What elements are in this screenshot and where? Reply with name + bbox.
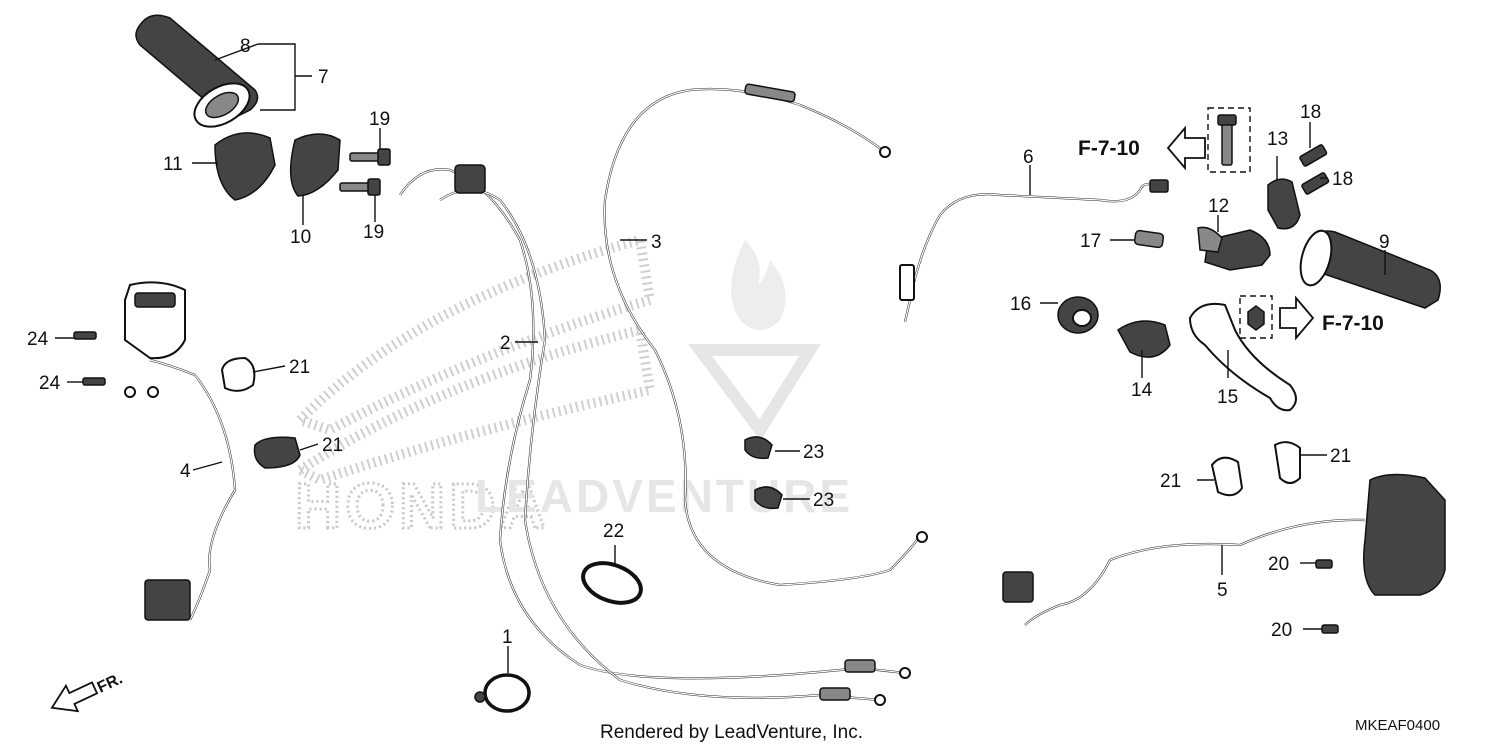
label-20-upper: 20 xyxy=(1268,554,1289,575)
label-2: 2 xyxy=(500,333,511,354)
throttle-housing xyxy=(289,133,341,197)
part-labels: 8 7 11 10 19 19 24 24 4 21 21 2 3 22 1 2… xyxy=(27,36,1390,648)
label-11: 11 xyxy=(163,154,183,175)
left-grip-9 xyxy=(1299,229,1441,309)
label-24-lower: 24 xyxy=(39,373,61,394)
label-16: 16 xyxy=(1010,294,1031,315)
label-18-lower: 18 xyxy=(1332,169,1353,190)
label-24-upper: 24 xyxy=(27,329,49,350)
screw-20-upper xyxy=(1315,559,1333,569)
reference-right-text: F-7-10 xyxy=(1322,312,1384,335)
band-22 xyxy=(581,561,643,605)
label-10: 10 xyxy=(290,227,311,248)
clip-23-lower xyxy=(754,486,783,510)
reference-left-text: F-7-10 xyxy=(1078,137,1140,160)
pivot-14 xyxy=(1117,320,1171,358)
bolt-18-lower xyxy=(1301,172,1330,195)
reference-left: F-7-10 xyxy=(1078,125,1206,171)
label-23-lower: 23 xyxy=(813,490,834,511)
label-19-lower: 19 xyxy=(363,222,384,243)
leadventure-watermark: LEADVENTURE xyxy=(475,240,853,522)
reference-left-arrow-icon xyxy=(1166,125,1206,171)
band-1 xyxy=(474,673,531,713)
label-5: 5 xyxy=(1217,580,1228,601)
front-arrow-icon xyxy=(50,681,99,713)
label-8: 8 xyxy=(240,36,251,57)
screw-24-lower xyxy=(82,377,106,386)
throttle-cables xyxy=(399,164,911,706)
bolt-19-upper xyxy=(349,148,391,166)
credit-text: Rendered by LeadVenture, Inc. xyxy=(600,722,863,743)
label-21-upper-left: 21 xyxy=(289,357,310,378)
label-1: 1 xyxy=(502,627,513,648)
front-marker: FR. xyxy=(50,670,126,713)
wire-6 xyxy=(899,179,1169,323)
lever-bracket-12 xyxy=(1197,226,1271,271)
label-7: 7 xyxy=(318,67,329,88)
throttle-grip xyxy=(135,14,259,128)
clutch-cable xyxy=(603,83,928,587)
reference-right-arrow-icon xyxy=(1279,295,1315,341)
perch-13 xyxy=(1267,178,1301,230)
clutch-lever-15 xyxy=(1188,302,1297,412)
label-13: 13 xyxy=(1267,129,1288,150)
clip-23-upper xyxy=(744,436,773,460)
adjuster-17 xyxy=(1133,229,1165,249)
adjuster-16 xyxy=(1057,296,1099,334)
honda-watermark: HONDA xyxy=(289,233,656,544)
left-switch-assembly xyxy=(124,281,237,621)
label-22: 22 xyxy=(603,521,624,542)
right-switch-assembly xyxy=(1002,473,1446,626)
label-15: 15 xyxy=(1217,387,1238,408)
screw-20-lower xyxy=(1321,624,1339,634)
bolt-18-upper xyxy=(1299,144,1328,167)
label-6: 6 xyxy=(1023,147,1034,168)
honda-watermark-text: HONDA xyxy=(295,470,550,542)
screw-24-upper xyxy=(73,331,97,340)
clip-21-right-b xyxy=(1273,441,1301,484)
front-marker-text: FR. xyxy=(95,670,126,696)
label-14: 14 xyxy=(1131,380,1153,401)
label-18-upper: 18 xyxy=(1300,102,1321,123)
label-21-right-a: 21 xyxy=(1160,471,1181,492)
label-17: 17 xyxy=(1080,231,1101,252)
label-4: 4 xyxy=(180,461,191,482)
reference-right: F-7-10 xyxy=(1279,295,1384,341)
diagram-code: MKEAF0400 xyxy=(1355,717,1440,734)
label-20-lower: 20 xyxy=(1271,620,1292,641)
label-23-upper: 23 xyxy=(803,442,824,463)
label-19-upper: 19 xyxy=(369,109,390,130)
clip-21-lower-left xyxy=(253,436,301,469)
leadventure-watermark-text: LEADVENTURE xyxy=(475,470,853,522)
clip-21-upper-left xyxy=(220,356,256,392)
nut-box xyxy=(1239,295,1273,339)
label-3: 3 xyxy=(651,232,662,253)
label-21-lower-left: 21 xyxy=(322,435,343,456)
bolt-12-box xyxy=(1207,107,1251,173)
label-12: 12 xyxy=(1208,196,1229,217)
clip-21-right-a xyxy=(1210,456,1244,497)
leader-lines xyxy=(55,43,1386,673)
bolt-19-lower xyxy=(339,178,381,196)
label-21-right-b: 21 xyxy=(1330,446,1351,467)
throttle-housing-cover xyxy=(214,132,276,201)
label-9: 9 xyxy=(1379,232,1390,253)
